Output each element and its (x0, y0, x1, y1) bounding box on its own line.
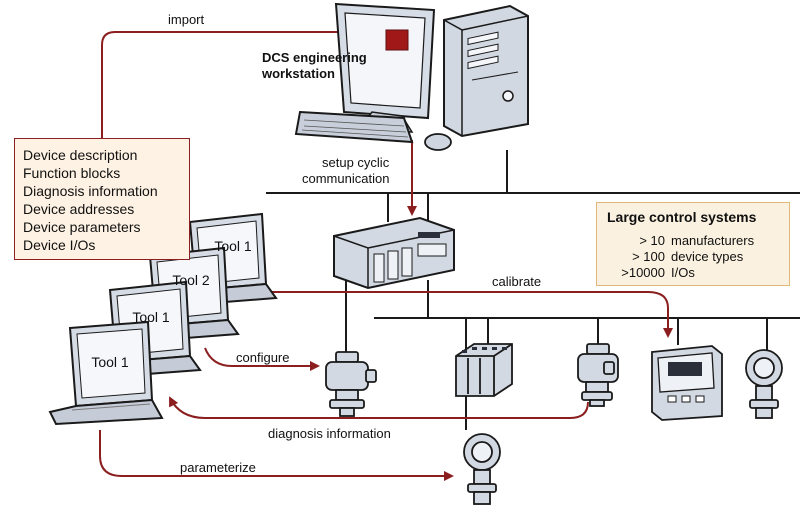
pressure-transmitter-configure (325, 351, 377, 417)
info-item: Diagnosis information (23, 183, 158, 199)
info-item: Device I/Os (23, 237, 96, 253)
info-item: Device parameters (23, 219, 141, 235)
workstation-label-line2: workstation (262, 66, 335, 81)
calibrate-label: calibrate (492, 274, 542, 289)
highlight-square (385, 29, 409, 51)
info-item: Function blocks (23, 165, 121, 181)
systems-row-value: > 10 (639, 233, 665, 248)
device-info-box: Device description Function blocks Diagn… (14, 138, 190, 260)
tool-label-4: Tool 1 (91, 354, 129, 370)
workstation-label-line1: DCS engineering (262, 50, 367, 65)
flow-arrows (99, 27, 673, 481)
systems-row: >10000 I/Os (603, 265, 783, 280)
large-systems-title: Large control systems (607, 209, 757, 225)
info-item: Device addresses (23, 201, 135, 217)
systems-row: > 10 manufacturers (603, 233, 783, 248)
parameterize-label: parameterize (180, 460, 256, 475)
display-transmitter (651, 345, 723, 421)
systems-row-unit: I/Os (671, 265, 695, 280)
diagnosis-label: diagnosis information (268, 426, 391, 441)
keyboard (294, 110, 414, 144)
systems-row: > 100 device types (603, 249, 783, 264)
tool-label-2: Tool 2 (172, 272, 210, 288)
info-item: Device description (23, 147, 138, 163)
laptop-tool1-front (48, 320, 164, 426)
import-label: import (168, 12, 205, 27)
mouse (424, 133, 452, 151)
tool-label-1: Tool 1 (214, 238, 252, 254)
io-module (455, 343, 513, 397)
controller (333, 216, 455, 290)
pc-tower (443, 4, 529, 138)
configure-arrow (204, 347, 320, 371)
diagnosis-arrow (169, 396, 589, 419)
flow-meter-lower (463, 433, 501, 505)
calibrate-arrow (272, 291, 673, 338)
configure-label: configure (236, 350, 290, 365)
import-arrow (101, 27, 374, 138)
pressure-transmitter-diagnosis (577, 343, 619, 407)
setup-label-line2: communication (302, 171, 390, 186)
setup-label-line1: setup cyclic (322, 155, 390, 170)
tool-label-3: Tool 1 (132, 309, 170, 325)
systems-row-unit: device types (671, 249, 744, 264)
systems-row-value: > 100 (632, 249, 665, 264)
dcs-workstation (294, 2, 529, 151)
parameterize-arrow (99, 430, 454, 481)
systems-row-value: >10000 (621, 265, 665, 280)
flow-meter-right (745, 349, 783, 419)
systems-row-unit: manufacturers (671, 233, 755, 248)
